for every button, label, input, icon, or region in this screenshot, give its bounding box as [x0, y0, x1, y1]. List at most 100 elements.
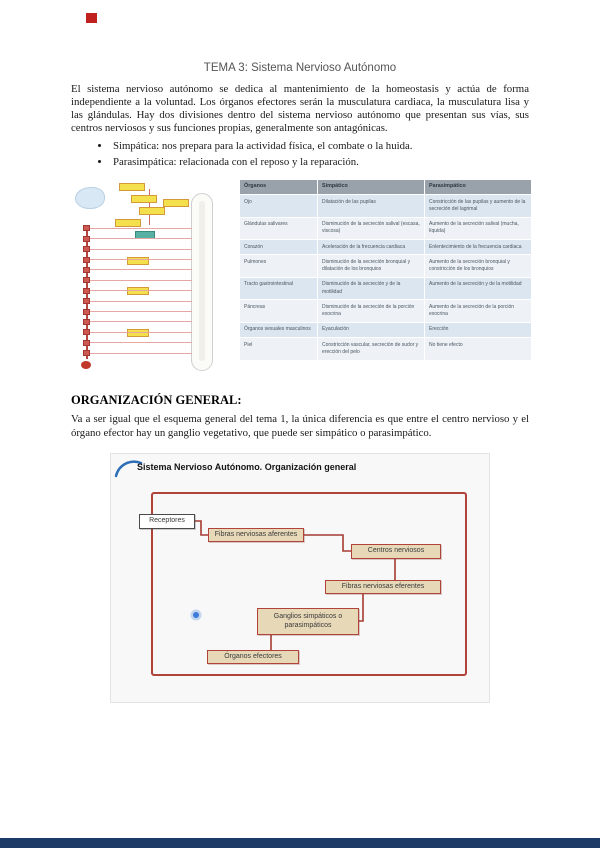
ganglion-node — [83, 277, 90, 284]
organization-slide: Sistema Nervioso Autónomo. Organización … — [110, 453, 490, 704]
page-content: El sistema nervioso autónomo se dedica a… — [71, 83, 532, 440]
flow-box-fibras-aferentes: Fibras nerviosas aferentes — [208, 528, 304, 543]
section-heading: ORGANIZACIÓN GENERAL: — [71, 393, 242, 408]
nerve-connector-line — [90, 248, 192, 250]
flow-box-ganglios: Ganglios simpáticos o parasimpáticos — [257, 608, 359, 636]
ganglion-node — [83, 266, 90, 273]
nerve-connector-line — [90, 269, 192, 271]
table-cell: Aceleración de la frecuencia cardiaca — [317, 239, 425, 256]
page-title: TEMA 3: Sistema Nervioso Autónomo — [203, 62, 397, 74]
diagram-label-box — [115, 219, 141, 228]
nerve-connector-line — [90, 227, 192, 229]
ganglion-node — [83, 308, 90, 315]
table-cell: No tiene efecto — [424, 337, 532, 361]
table-cell: Aumento de la secreción de la porción ex… — [424, 299, 532, 323]
table-cell: Disminución de la secreción de la porció… — [317, 299, 425, 323]
table-header-cell: Parasimpático — [424, 179, 532, 196]
list-item: Parasimpática: relacionada con el reposo… — [111, 156, 529, 169]
table-header-cell: Simpático — [317, 179, 425, 196]
diagram-label-box — [163, 199, 189, 208]
table-cell: Enlentecimiento de la frecuencia cardiac… — [424, 239, 532, 256]
flowchart-frame — [151, 492, 467, 677]
diagram-label-box — [127, 287, 149, 296]
swoosh-icon — [114, 460, 143, 478]
table-cell: Aumento de la secreción y de la motilida… — [424, 276, 532, 301]
table-cell: Disminución de la secreción salival (esc… — [317, 216, 425, 241]
nerve-connector-line — [90, 279, 192, 281]
table-cell: Piel — [239, 337, 318, 361]
red-terminal-shape — [81, 361, 91, 370]
division-bullet-list: Simpática: nos prepara para la actividad… — [111, 140, 529, 169]
table-cell: Pulmones — [239, 254, 318, 278]
flow-connector-lines — [195, 520, 396, 651]
nerve-connector-line — [90, 321, 192, 323]
table-cell: Constricción vascular, secreción de sudo… — [317, 337, 425, 361]
sympathetic-anatomy-diagram — [71, 179, 231, 376]
table-header-cell: Órganos — [239, 179, 318, 196]
table-cell: Dilatación de las pupilas — [317, 194, 425, 218]
table-cell: Constricción de las pupilas y aumento de… — [424, 194, 532, 218]
flow-box-centros-nerviosos: Centros nerviosos — [351, 544, 441, 560]
diagram-label-box — [127, 257, 149, 266]
ganglion-node — [83, 329, 90, 336]
ganglion-node — [83, 235, 90, 242]
table-cell: Erección — [424, 321, 532, 339]
spinal-cord-inner — [199, 201, 205, 362]
sympathetic-chain — [83, 225, 213, 367]
ganglion-node — [83, 350, 90, 357]
brain-shape — [75, 187, 105, 210]
bullet-text-parasimpatica: Parasimpática: relacionada con el reposo… — [113, 155, 359, 168]
flow-box-fibras-eferentes: Fibras nerviosas eferentes — [325, 580, 441, 595]
table-cell: Corazón — [239, 239, 318, 256]
nerve-connector-line — [90, 311, 192, 313]
nerve-connector-line — [90, 259, 192, 261]
table-cell: Glándulas salivares — [239, 216, 318, 241]
table-cell: Páncreas — [239, 299, 318, 323]
ganglion-node — [83, 298, 90, 305]
table-cell: Ojo — [239, 194, 318, 218]
diagram-label-box — [119, 183, 145, 192]
nerve-connector-line — [90, 238, 192, 240]
section-paragraph: Va a ser igual que el esquema general de… — [71, 413, 529, 439]
nerve-connector-line — [90, 300, 192, 302]
table-cell: Eyaculación — [317, 321, 425, 339]
table-cell: Disminución de la secreción bronquial y … — [317, 254, 425, 278]
red-logo-mark — [86, 13, 97, 23]
bullet-text-simpatica: Simpática: nos prepara para la actividad… — [113, 140, 413, 153]
ganglion-node — [83, 287, 90, 294]
list-item: Simpática: nos prepara para la actividad… — [111, 140, 529, 153]
table-cell: Aumento de la secreción bronquial y cons… — [424, 254, 532, 278]
ganglion-node — [83, 225, 90, 232]
table-cell: Disminución de la secreción y de la moti… — [317, 276, 425, 301]
intro-paragraph: El sistema nervioso autónomo se dedica a… — [71, 83, 529, 134]
flow-box-organos-efectores: Órganos efectores — [207, 650, 299, 665]
ganglion-node — [83, 246, 90, 253]
pointer-dot — [193, 612, 199, 619]
table-cell: Aumento de la secreción salival (mucha, … — [424, 216, 532, 241]
nerve-connector-line — [90, 290, 192, 292]
nerve-connector-line — [90, 352, 192, 354]
diagram-label-box — [131, 195, 157, 204]
table-cell: Tracto gastrointestinal — [239, 276, 318, 301]
nerve-connector-line — [90, 342, 192, 344]
diagram-label-box — [127, 329, 149, 338]
nerve-connector-line — [90, 331, 192, 333]
diagram-label-box — [139, 207, 165, 216]
ganglion-node — [83, 318, 90, 325]
slide-title: Sistema Nervioso Autónomo. Organización … — [137, 462, 357, 473]
bottom-navy-bar — [0, 838, 600, 848]
flow-box-receptores: Receptores — [139, 514, 195, 530]
table-cell: Órganos sexuales masculinos — [239, 321, 318, 339]
